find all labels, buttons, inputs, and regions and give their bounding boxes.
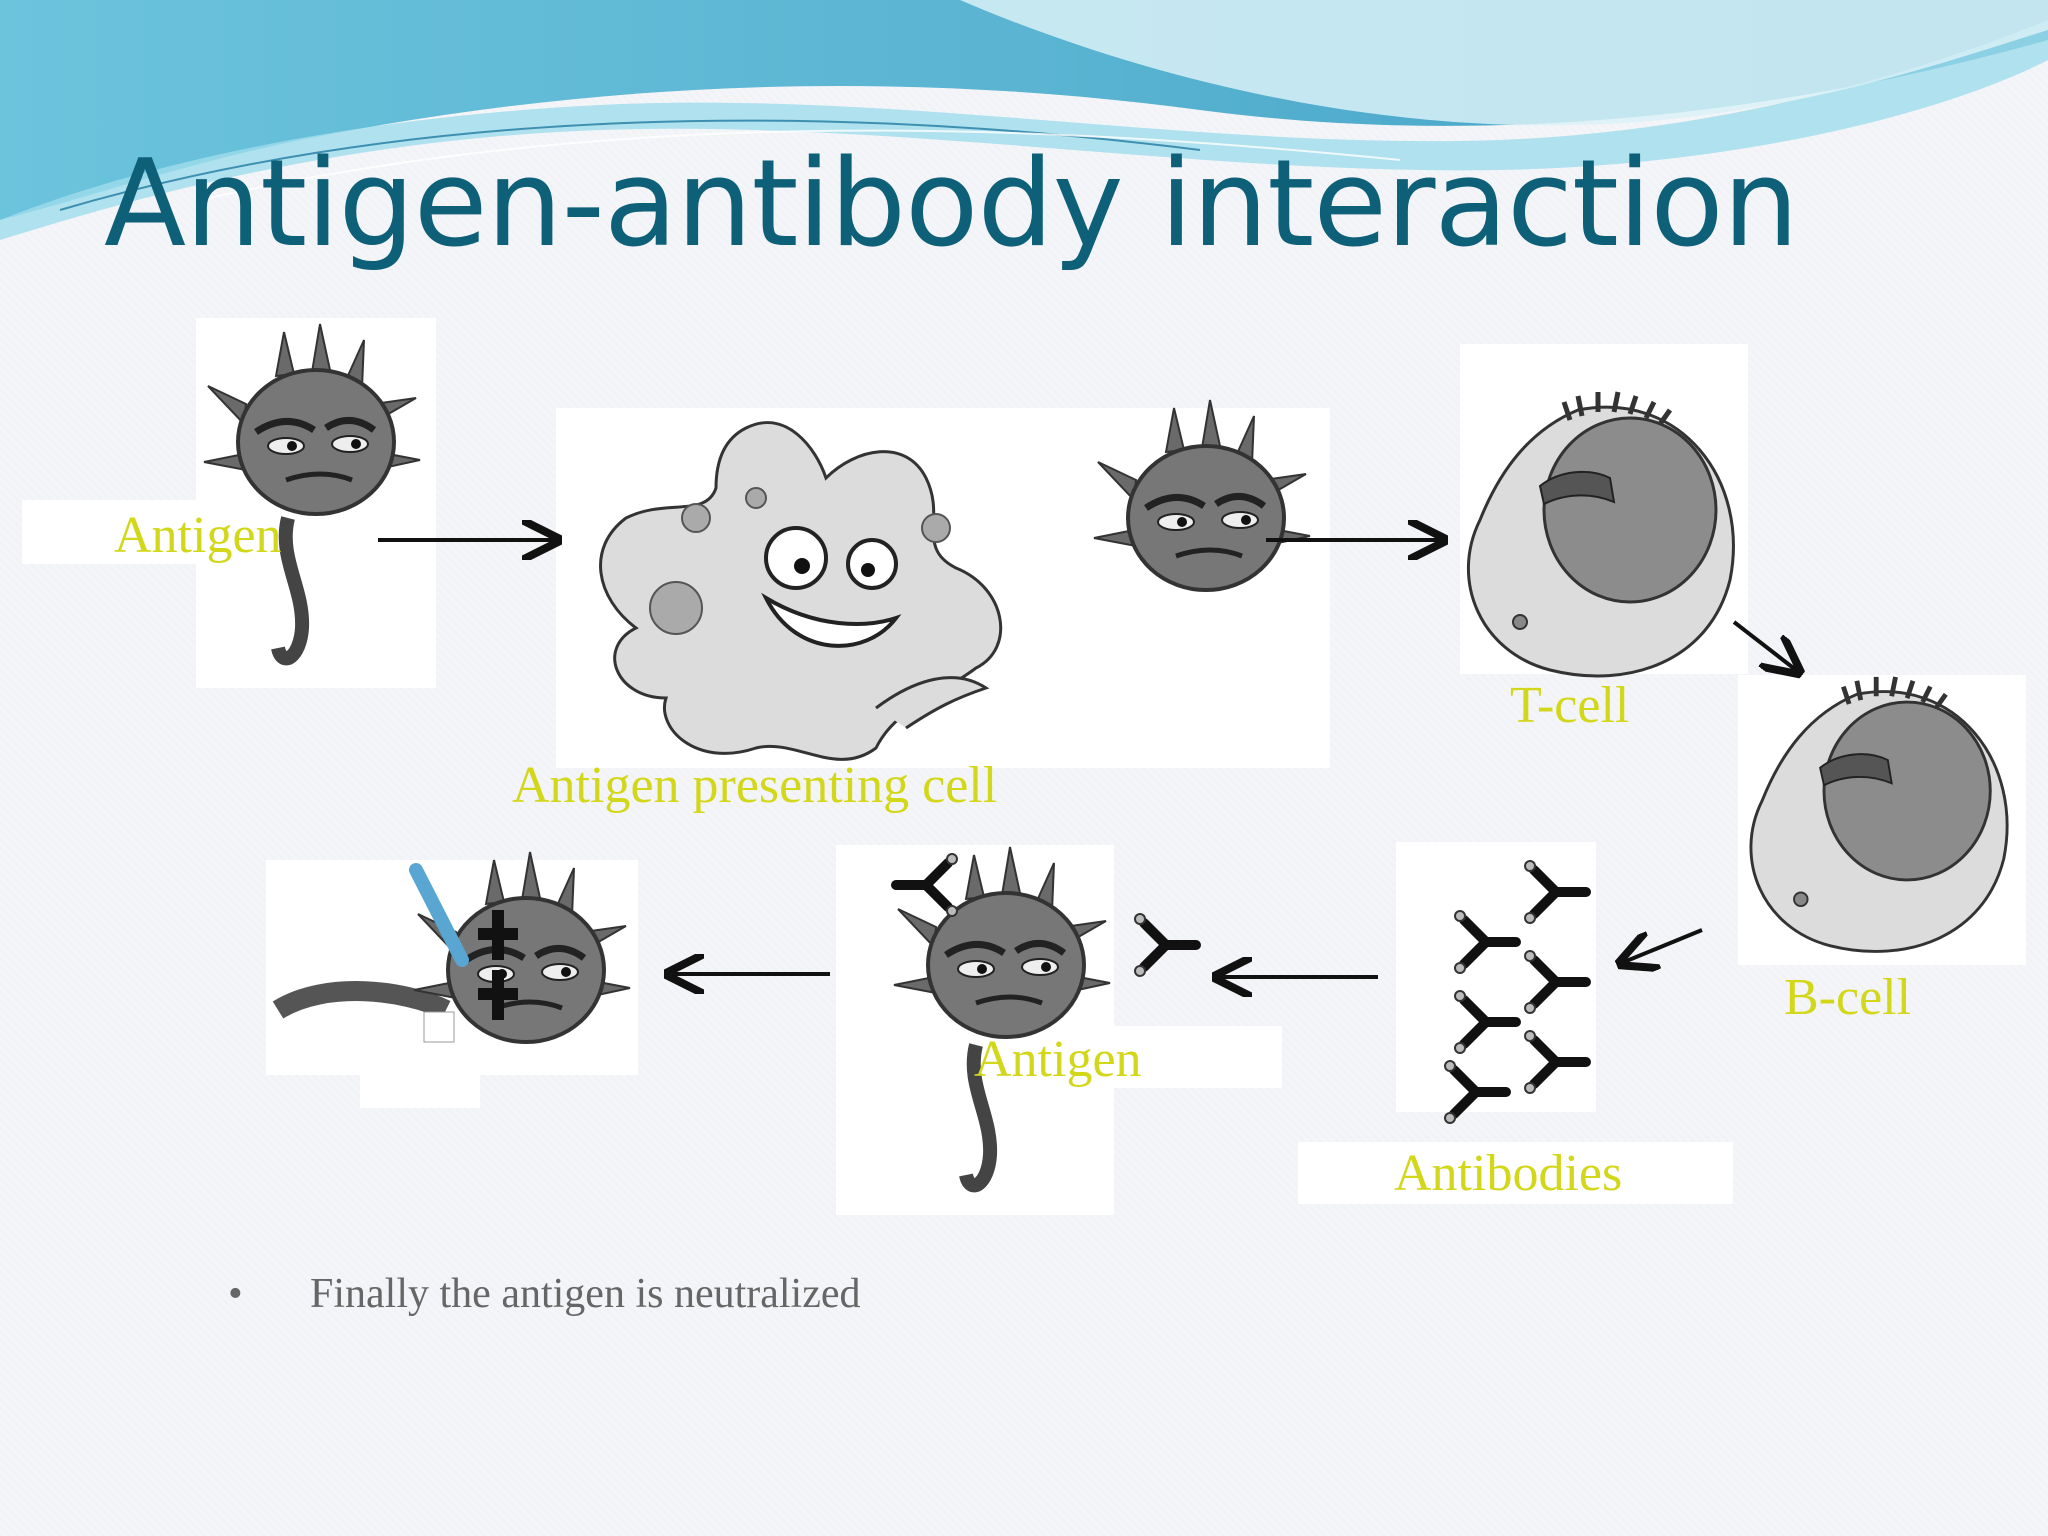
bullet-text: Finally the antigen is neutralized <box>310 1271 861 1317</box>
neutralized-panel-tab <box>360 1060 480 1108</box>
t-cell-label: T-cell <box>1510 677 1630 734</box>
neutralized-germ-icon <box>272 850 638 1090</box>
bullet-marker: • <box>228 1271 243 1317</box>
antigen-label: Antigen <box>114 507 282 564</box>
antibodies-label: Antibodies <box>1394 1145 1623 1202</box>
amoeba-cell-icon <box>599 421 1003 761</box>
b-cell-label: B-cell <box>1784 969 1912 1026</box>
antibodies-label-panel <box>1298 1142 1733 1204</box>
header-wave-decoration <box>0 0 2048 240</box>
slide-title: Antigen-antibody interaction <box>104 135 1799 274</box>
antigen-bound-label-panel <box>846 1026 1282 1088</box>
antigen-top-label-panel <box>22 500 322 564</box>
antigen-bound-label: Antigen <box>974 1031 1142 1088</box>
apc-label: Antigen presenting cell <box>512 757 998 814</box>
